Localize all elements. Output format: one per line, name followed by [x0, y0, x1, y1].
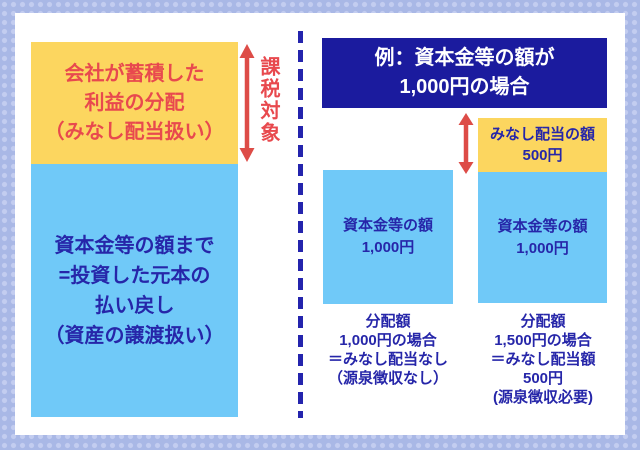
col2-capital-line-1: 資本金等の額	[497, 217, 588, 235]
col1-caption-line-3: ＝みなし配当なし	[327, 351, 448, 368]
col1-capital-line-1: 資本金等の額	[342, 217, 433, 234]
col1-caption: 分配額 1,000円の場合 ＝みなし配当なし （源泉徴収なし）	[316, 312, 460, 388]
col2-deemed-line-1: みなし配当の額	[489, 126, 595, 143]
left-blue-line-2: =投資した元本の	[58, 264, 211, 287]
col2-caption-line-4: 500円	[522, 370, 564, 387]
col1-caption-line-1: 分配額	[365, 313, 411, 330]
col1-capital-box: 資本金等の額 1,000円	[323, 170, 453, 304]
col2-caption: 分配額 1,500円の場合 ＝みなし配当額 500円 (源泉徴収必要)	[471, 312, 615, 407]
col2-caption-line-5: (源泉徴収必要)	[493, 389, 593, 406]
col2-caption-line-2: 1,500円の場合	[494, 332, 592, 349]
left-yellow-box: 会社が蓄積した 利益の分配 （みなし配当扱い）	[31, 42, 238, 164]
col2-caption-line-3: ＝みなし配当額	[490, 351, 596, 368]
col2-deemed-dividend-box: みなし配当の額 500円	[478, 118, 607, 172]
col2-capital-box: 資本金等の額 1,000円	[478, 172, 607, 303]
col2-caption-line-1: 分配額	[520, 313, 566, 330]
example-header-line-1: 例：資本金等の額が	[374, 47, 555, 69]
left-blue-line-1: 資本金等の額まで	[54, 234, 215, 257]
double-arrow-icon	[458, 113, 474, 174]
col1-capital-line-2: 1,000円	[361, 239, 415, 256]
col2-capital-line-2: 1,000円	[516, 239, 569, 257]
taxable-label: 課税対象	[257, 56, 279, 144]
left-yellow-line-3: （みなし配当扱い）	[44, 120, 225, 143]
left-blue-box: 資本金等の額まで =投資した元本の 払い戻し （資産の譲渡扱い）	[31, 164, 238, 417]
left-blue-line-3: 払い戻し	[94, 294, 175, 317]
col1-caption-line-2: 1,000円の場合	[339, 332, 437, 349]
left-yellow-line-2: 利益の分配	[84, 91, 185, 114]
example-header-line-2: 1,000円の場合	[399, 76, 530, 98]
double-arrow-icon	[239, 44, 255, 162]
dashed-divider	[298, 31, 303, 418]
left-yellow-line-1: 会社が蓄積した	[64, 62, 205, 85]
left-blue-line-4: （資産の譲渡扱い）	[44, 324, 225, 347]
col1-caption-line-4: （源泉徴収なし）	[327, 370, 448, 387]
example-header: 例：資本金等の額が 1,000円の場合	[322, 38, 607, 108]
col2-deemed-line-2: 500円	[522, 147, 563, 164]
